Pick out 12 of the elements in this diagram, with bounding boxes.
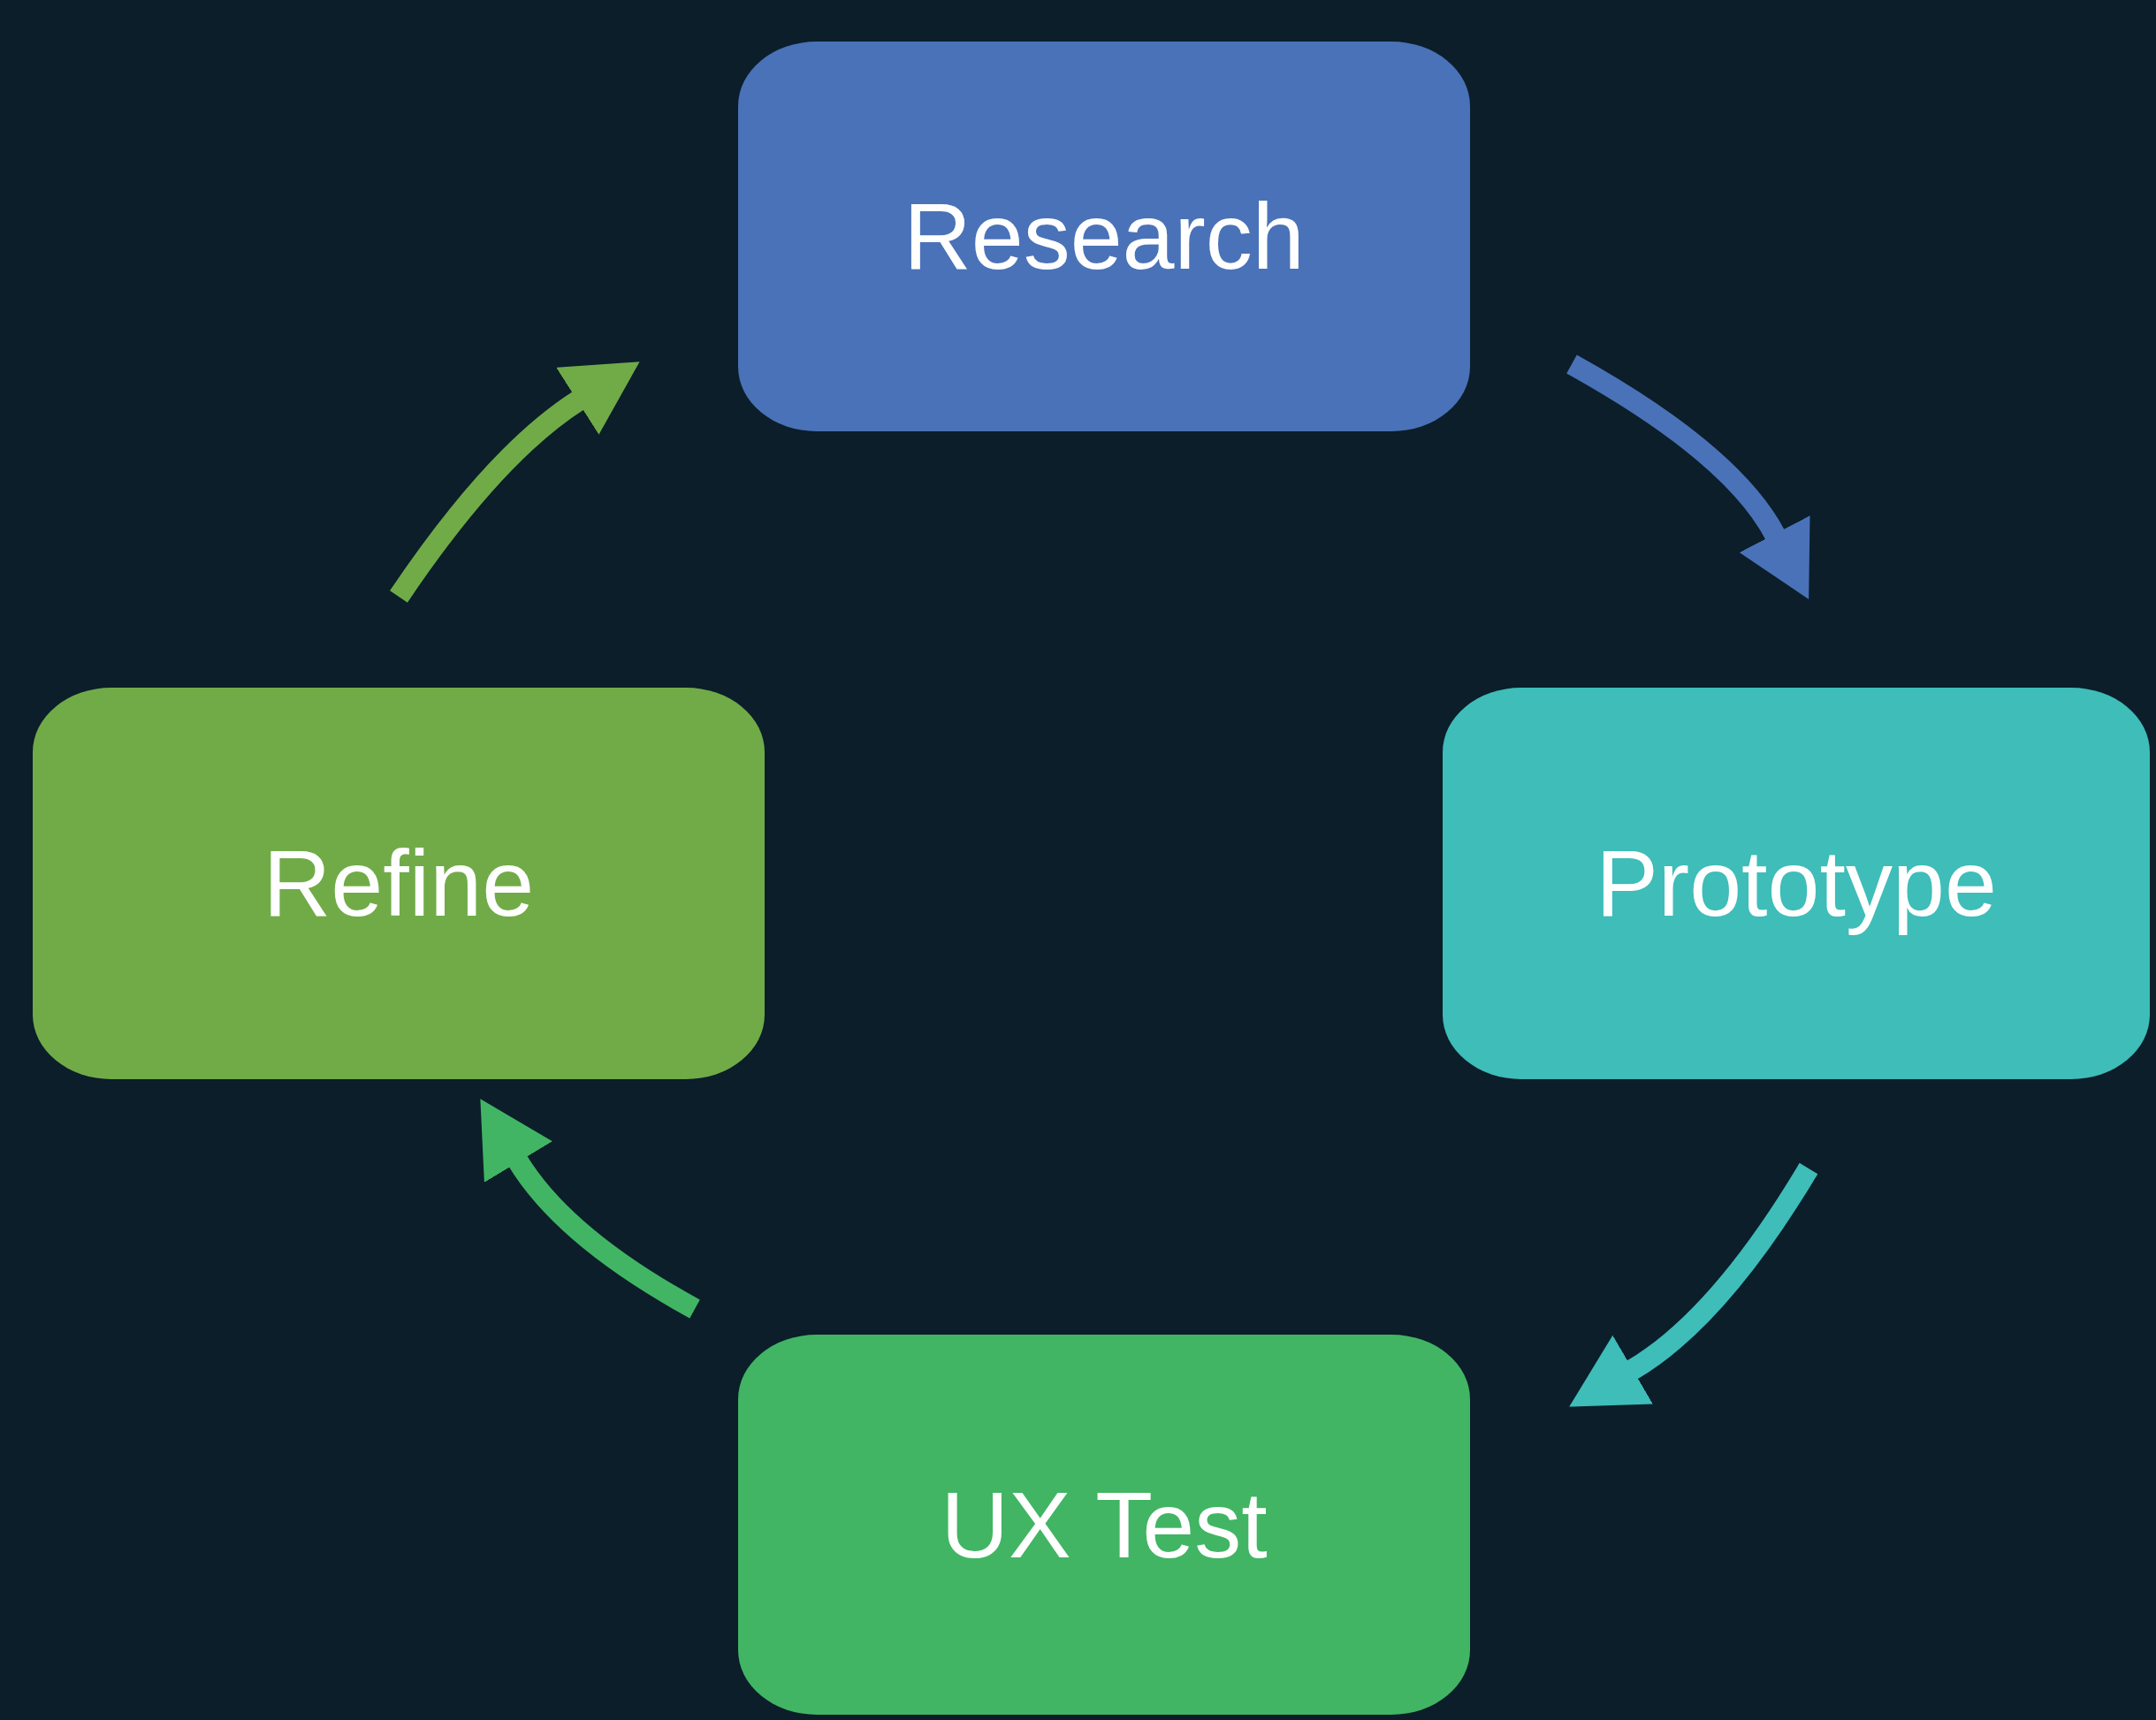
step-label: Refine xyxy=(263,830,535,937)
curved-arrow xyxy=(390,360,639,603)
step-label: UX Test xyxy=(941,1471,1268,1579)
step-label: Research xyxy=(903,183,1305,290)
curved-arrow xyxy=(1566,354,1812,598)
process-box xyxy=(1443,688,2150,1079)
process-box xyxy=(738,42,1470,431)
step-label: Prototype xyxy=(1596,830,1997,937)
process-box xyxy=(33,688,765,1079)
process-box xyxy=(738,1335,1470,1715)
curved-arrow xyxy=(478,1100,700,1319)
curved-arrow xyxy=(1570,1162,1818,1409)
